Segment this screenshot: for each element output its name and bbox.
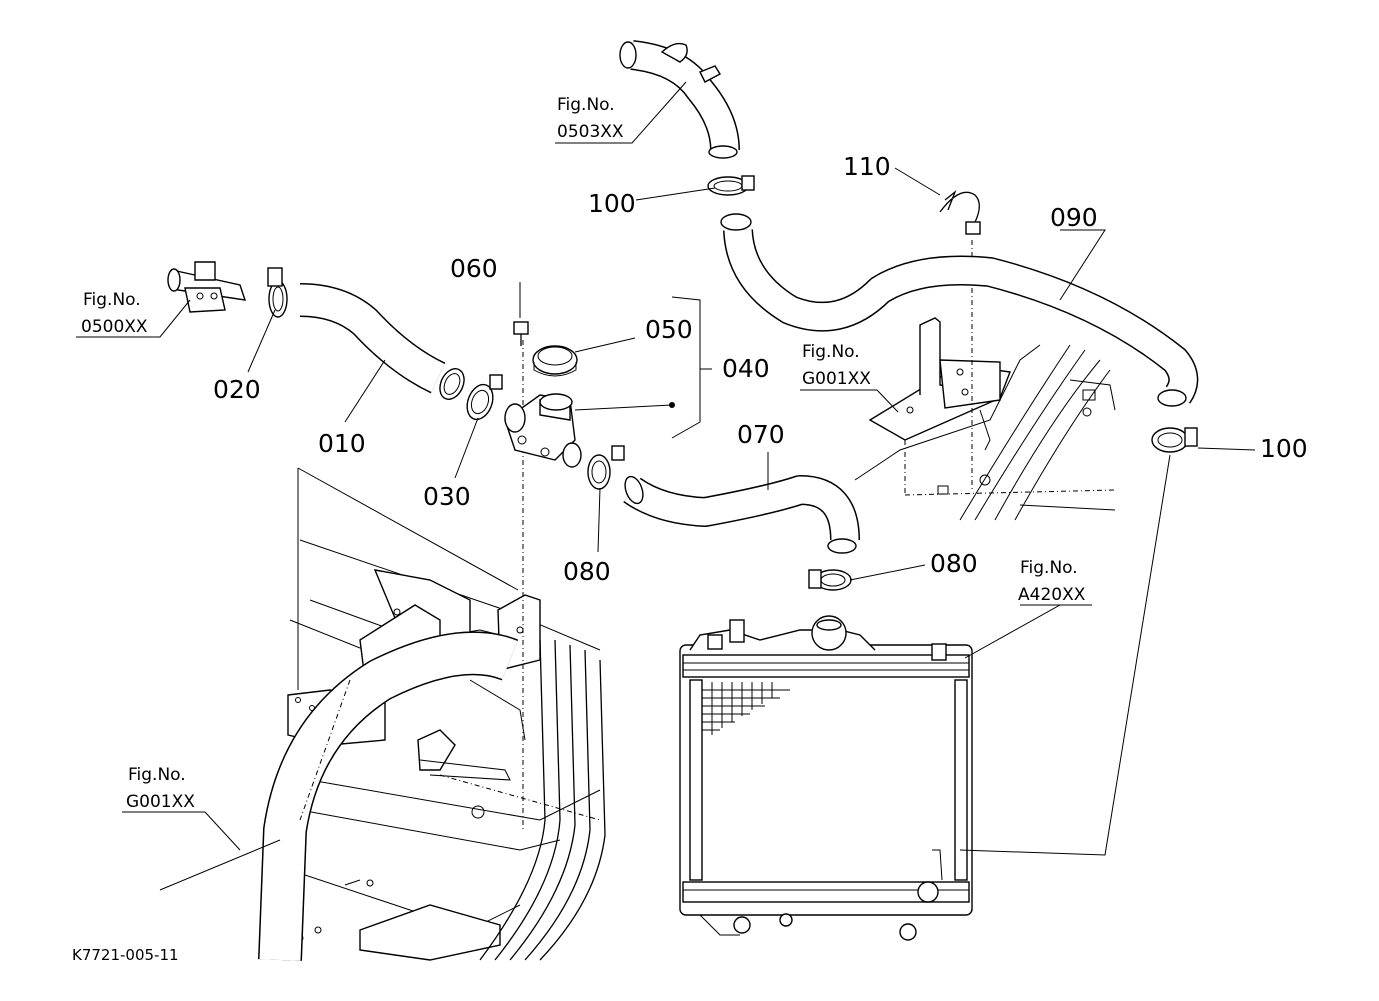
- fig-ref-0500xx[interactable]: Fig.No. 0500XX: [81, 290, 148, 337]
- clamp-100-right: [1151, 427, 1198, 453]
- fig-ref-code: 0503XX: [557, 122, 624, 142]
- part-label-100-right[interactable]: 100: [1260, 434, 1308, 463]
- upper-pipe-0500: [167, 261, 247, 313]
- upper-pipe-0503: [619, 40, 740, 159]
- bolt-060: [513, 321, 529, 346]
- part-label-040[interactable]: 040: [722, 354, 770, 383]
- hose-010: [299, 283, 465, 400]
- clamp-080-lower: [808, 569, 852, 591]
- part-label-050[interactable]: 050: [645, 315, 693, 344]
- fig-ref-label: Fig.No.: [83, 290, 141, 310]
- fig-ref-label: Fig.No.: [802, 342, 860, 362]
- fig-ref-label: Fig.No.: [128, 765, 186, 785]
- fig-ref-label: Fig.No.: [557, 95, 615, 115]
- clip-110: [939, 189, 981, 235]
- fig-ref-g001xx-lower[interactable]: Fig.No. G001XX: [126, 765, 195, 812]
- fig-ref-code: 0500XX: [81, 317, 148, 337]
- part-label-010[interactable]: 010: [318, 429, 366, 458]
- part-label-100-upper[interactable]: 100: [588, 189, 636, 218]
- clamp-100-upper: [707, 175, 755, 196]
- hose-090: [720, 213, 1199, 407]
- leader-lines: [76, 81, 1256, 891]
- fig-ref-label: Fig.No.: [1020, 558, 1078, 578]
- drawing-code: K7721-005-11: [72, 946, 179, 964]
- part-label-030[interactable]: 030: [423, 482, 471, 511]
- fig-ref-0503xx[interactable]: Fig.No. 0503XX: [557, 95, 624, 142]
- frame-assembly: [258, 340, 606, 961]
- fig-ref-a420xx[interactable]: Fig.No. A420XX: [1018, 558, 1086, 605]
- part-label-070[interactable]: 070: [737, 420, 785, 449]
- part-label-080-lower[interactable]: 080: [930, 549, 978, 578]
- fig-ref-g001xx-upper[interactable]: Fig.No. G001XX: [802, 342, 871, 389]
- clamp-020: [267, 267, 288, 318]
- cap-050: [532, 345, 578, 377]
- part-label-110[interactable]: 110: [843, 152, 891, 181]
- part-label-060[interactable]: 060: [450, 254, 498, 283]
- fig-ref-code: G001XX: [126, 792, 195, 812]
- part-label-020[interactable]: 020: [213, 375, 261, 404]
- clamp-080-upper: [587, 445, 625, 490]
- radiator: [679, 615, 973, 941]
- thermostat-housing: [504, 393, 582, 468]
- hose-070: [623, 475, 860, 554]
- part-label-080-upper[interactable]: 080: [563, 557, 611, 586]
- clamp-030: [466, 374, 503, 421]
- right-frame-area: [854, 240, 1116, 521]
- part-label-090[interactable]: 090: [1050, 203, 1098, 232]
- fig-ref-code: G001XX: [802, 369, 871, 389]
- fig-ref-code: A420XX: [1018, 585, 1086, 605]
